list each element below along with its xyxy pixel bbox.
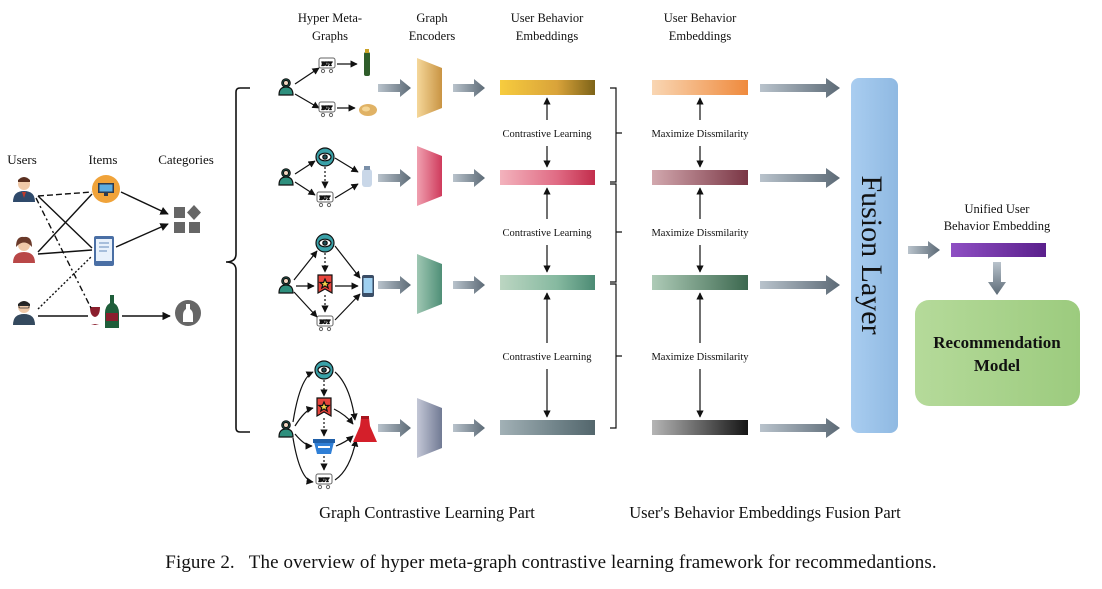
fused-embedding-row-1 [652, 80, 748, 95]
dress-icon [353, 416, 377, 442]
basket-icon [313, 439, 335, 454]
users-label: Users [7, 152, 37, 167]
encoder-4 [417, 398, 442, 458]
shoe-icon [362, 166, 372, 187]
hyper-meta-graphs-header-line1: Hyper Meta- [298, 11, 362, 25]
dissimilarity-label-2: Maximize Dissmilarity [651, 228, 749, 239]
hyper-meta-graph-1: BUY BUY [278, 49, 377, 118]
recommendation-model: Recommendation Model [915, 300, 1080, 406]
behavior-embeddings-2 [652, 80, 748, 435]
bread-icon [359, 104, 377, 116]
user-2-icon [13, 236, 35, 263]
contrastive-label-2: Contrastive Learning [503, 228, 593, 239]
graph-part-label: Graph Contrastive Learning Part [319, 503, 535, 522]
column-headers: Hyper Meta- Graphs Graph Encoders User B… [298, 11, 737, 43]
user-3-icon [13, 301, 35, 325]
item-category-edges [115, 191, 171, 321]
dissimilarity-labels: Maximize Dissmilarity Maximize Dissmilar… [640, 126, 760, 363]
fusion-layer: Fusion Layer [851, 78, 898, 433]
behavior-embeddings-1 [500, 80, 595, 435]
hyper-meta-graph-3: BUY [278, 233, 374, 332]
tablet-icon [94, 236, 114, 266]
contrastive-label-3: Contrastive Learning [503, 352, 593, 363]
category-grid-icon [174, 205, 201, 233]
graph-encoders-header-line2: Encoders [409, 29, 456, 43]
unified-embedding: Unified User Behavior Embedding [944, 202, 1051, 257]
fusion-part-label: User's Behavior Embeddings Fusion Part [629, 503, 901, 522]
figure-caption-text: The overview of hyper meta-graph contras… [248, 552, 937, 573]
bottle-category-icon [175, 300, 201, 326]
embedding-row-1 [500, 80, 595, 95]
buy-label: BUY [322, 63, 333, 68]
buy-label: BUY [322, 107, 333, 112]
hyper-meta-graphs-header-line2: Graphs [312, 29, 348, 43]
contrastive-label-1: Contrastive Learning [503, 129, 593, 140]
buy-label: BUY [320, 197, 331, 202]
categories-label: Categories [158, 152, 214, 167]
figure-caption: Figure 2. The overview of hyper meta-grap… [0, 552, 1102, 574]
user-item-edges [35, 191, 93, 317]
embedding-row-4 [500, 420, 595, 435]
recommendation-label-line1: Recommendation [933, 333, 1061, 352]
items-label: Items [89, 152, 118, 167]
figure-caption-label: Figure 2. [165, 552, 235, 573]
star-badge-icon [316, 397, 332, 417]
person-icon [278, 276, 294, 294]
fused-embedding-row-2 [652, 170, 748, 185]
wine-icon [90, 295, 119, 328]
graph-encoders [417, 58, 442, 458]
phone-icon [362, 275, 374, 297]
encoder-2 [417, 146, 442, 206]
users-items-categories-panel: Users Items Categories [7, 152, 214, 328]
graph-to-encoder-arrows [378, 79, 411, 437]
person-icon [278, 168, 294, 186]
fused-embedding-row-4 [652, 420, 748, 435]
computer-icon [92, 175, 120, 203]
encoder-1 [417, 58, 442, 118]
star-badge-icon [317, 274, 333, 294]
buy-label: BUY [320, 321, 331, 326]
middle-braces [610, 87, 622, 429]
encoder-3 [417, 254, 442, 314]
embeddings-header-1-line1: User Behavior [511, 11, 584, 25]
person-icon [278, 78, 294, 96]
fusion-layer-label: Fusion Layer [855, 175, 888, 334]
dissimilarity-label-1: Maximize Dissmilarity [651, 129, 749, 140]
hyper-meta-graph-2: BUY [278, 147, 372, 208]
eye-icon [314, 360, 334, 380]
embedding-row-3 [500, 275, 595, 290]
dissimilarity-label-3: Maximize Dissmilarity [651, 352, 749, 363]
eye-icon [315, 233, 335, 253]
encoder-to-embedding-arrows [453, 79, 485, 437]
embeddings-header-2-line1: User Behavior [664, 11, 737, 25]
embeddings-header-2-line2: Embeddings [669, 29, 732, 43]
embedding-row-2 [500, 170, 595, 185]
unified-to-model-arrow [988, 262, 1006, 295]
bottle-icon [364, 49, 370, 76]
eye-icon [315, 147, 335, 167]
person-icon [278, 420, 294, 438]
unified-label-line1: Unified User [965, 202, 1031, 216]
fused-embedding-row-3 [652, 275, 748, 290]
graph-encoders-header-line1: Graph [416, 11, 448, 25]
unified-label-line2: Behavior Embedding [944, 219, 1051, 233]
buy-label: BUY [319, 479, 330, 484]
hyper-meta-graph-4: BUY [278, 360, 377, 490]
unified-embedding-bar [951, 243, 1046, 257]
left-brace [225, 87, 250, 433]
recommendation-label-line2: Model [974, 356, 1021, 375]
embedding-to-fusion-arrows [760, 78, 840, 438]
fusion-to-unified-arrow [908, 241, 940, 259]
user-1-icon [13, 177, 35, 202]
embeddings-header-1-line2: Embeddings [516, 29, 579, 43]
contrastive-labels: Contrastive Learning Contrastive Learnin… [492, 126, 602, 363]
